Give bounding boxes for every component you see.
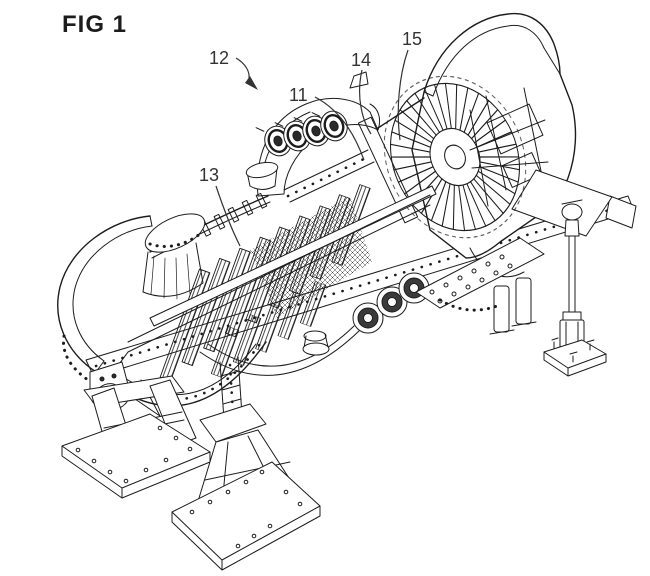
front-bearing-housing [142, 213, 206, 300]
jack-strut [543, 199, 607, 377]
support-plate [511, 169, 613, 237]
exhaust-casing [411, 12, 577, 278]
bolted-flange-plate [415, 237, 545, 312]
ref-leader-11 [314, 96, 365, 161]
rail-support-boxes [489, 277, 537, 335]
inlet-scoop [245, 161, 279, 190]
ref-15: 15 [397, 29, 422, 141]
pedestal-center [171, 356, 321, 571]
pedestal-left [61, 375, 211, 499]
ref-leader-12 [235, 57, 250, 80]
ref-leader-13 [215, 185, 241, 247]
ref-label-14: 14 [351, 50, 371, 70]
ref-label-13: 13 [199, 165, 219, 185]
turbine-blade-wheel [383, 75, 527, 239]
combustor-section [245, 71, 419, 224]
burner-heads-bottom [352, 272, 430, 334]
gas-turbine-drawing [57, 12, 637, 571]
ref-leader-14 [359, 69, 372, 135]
ref-label-11: 11 [289, 85, 308, 105]
reference-annotations: FIG 1 12 11 13 14 15 [62, 11, 422, 247]
drain-pipe [302, 330, 330, 356]
ref-13: 13 [199, 165, 241, 247]
ref-14: 14 [351, 50, 372, 135]
diffuser-cone [469, 119, 549, 169]
ref-11: 11 [289, 85, 365, 161]
ref-label-12: 12 [209, 48, 229, 68]
ref-arrowhead-12 [245, 76, 258, 90]
casing-split-flange [149, 185, 437, 327]
ref-leader-15 [397, 49, 409, 141]
ref-label-15: 15 [402, 29, 422, 49]
lower-casing [199, 280, 361, 378]
compressor-blade-rows [159, 184, 372, 382]
figure-title: FIG 1 [62, 11, 127, 38]
ref-12: 12 [209, 48, 258, 90]
